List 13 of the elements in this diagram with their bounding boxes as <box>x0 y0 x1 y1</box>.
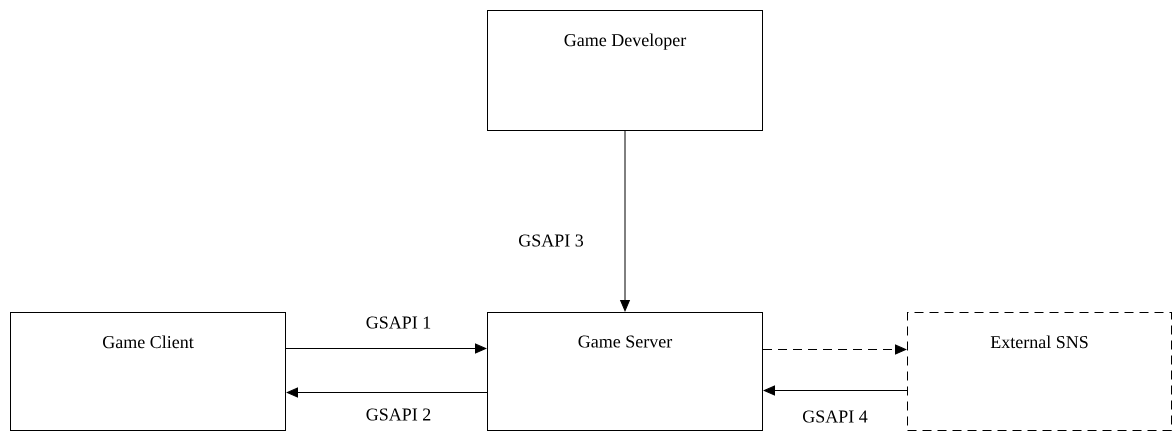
arrow <box>763 385 908 396</box>
arrow <box>762 344 907 355</box>
edge-label: GSAPI 3 <box>517 233 585 248</box>
edge-label: GSAPI 1 <box>364 315 433 330</box>
process-box: External SNS <box>907 312 1172 431</box>
arrow <box>286 387 488 398</box>
arrow <box>285 343 487 354</box>
edge-label: GSAPI 4 <box>801 409 869 424</box>
process-box: Game Server <box>487 312 763 431</box>
process-box: Game Client <box>10 312 286 431</box>
arrow <box>620 130 630 312</box>
edge-label: GSAPI 2 <box>364 407 433 422</box>
process-box: Game Developer <box>487 10 763 131</box>
